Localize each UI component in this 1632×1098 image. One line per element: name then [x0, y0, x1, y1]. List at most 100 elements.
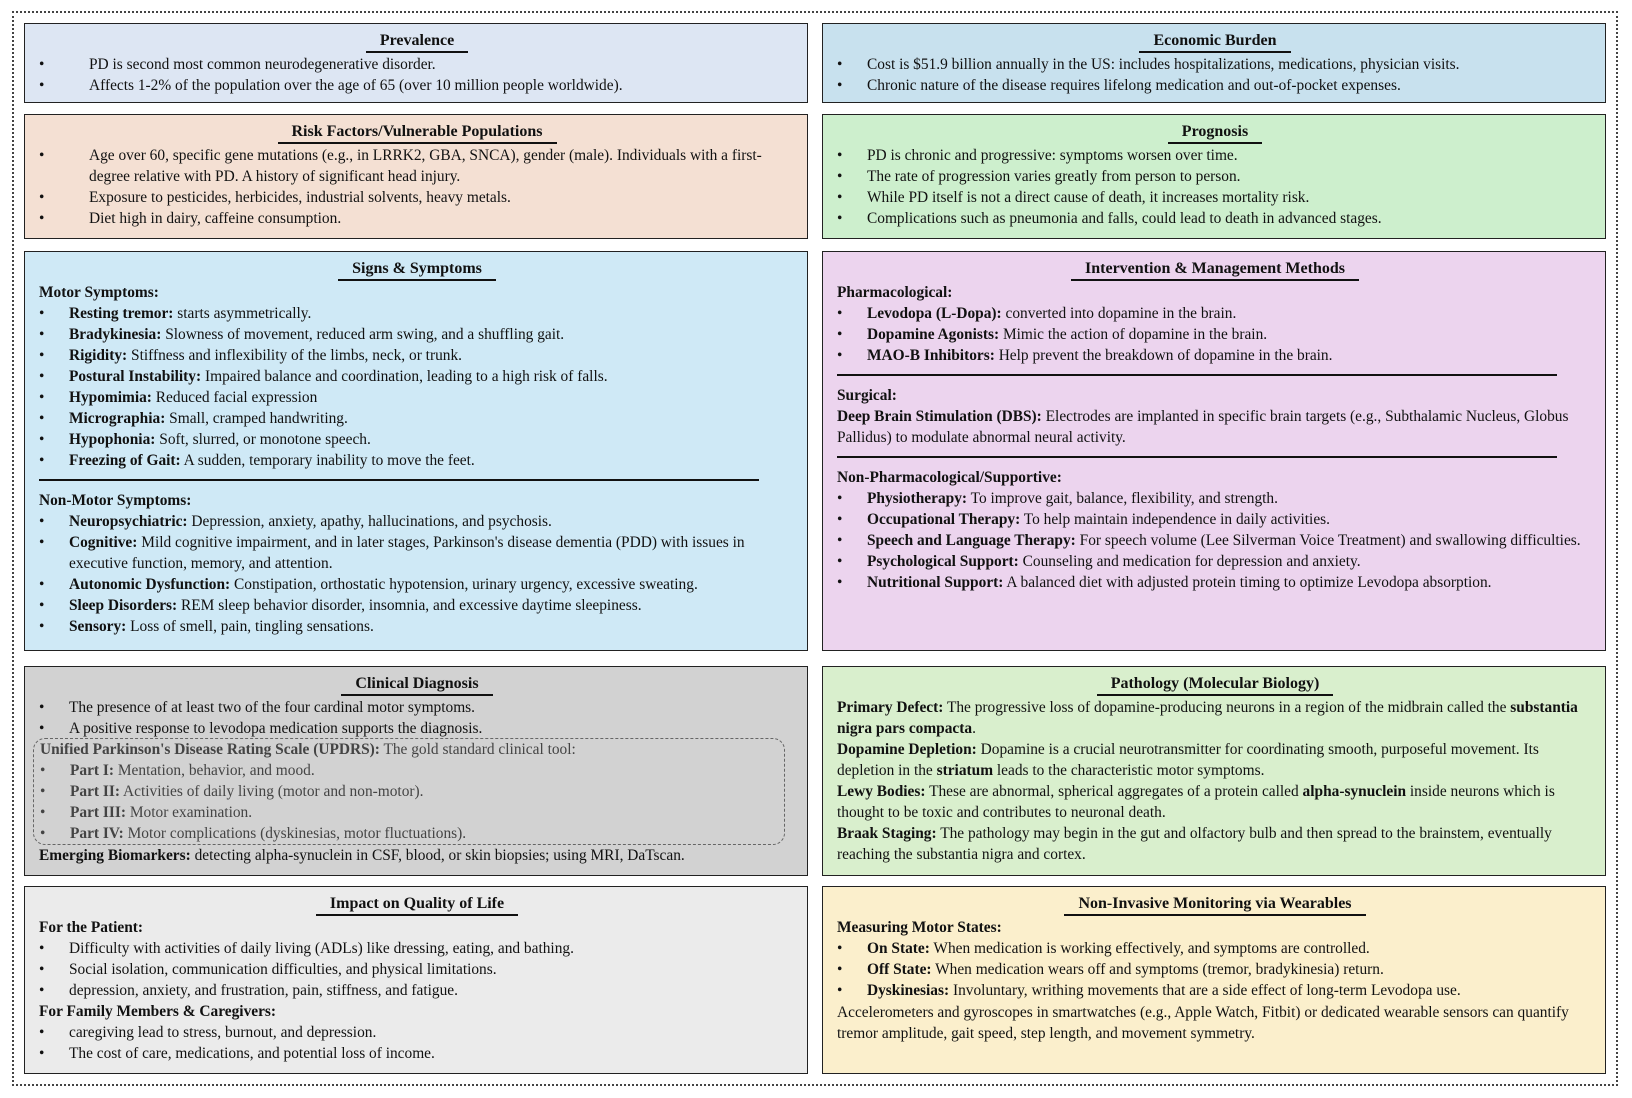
list-item: Age over 60, specific gene mutations (e.…	[39, 145, 795, 187]
panel-title: Signs & Symptoms	[39, 259, 795, 281]
panel-title: Intervention & Management Methods	[837, 259, 1593, 281]
list-item: Exposure to pesticides, herbicides, indu…	[39, 187, 795, 208]
prevalence-panel: Prevalence PD is second most common neur…	[24, 23, 808, 103]
panel-title: Economic Burden	[837, 31, 1593, 53]
non-motor-symptoms-list: Neuropsychiatric: Depression, anxiety, a…	[39, 511, 795, 637]
list-item: The rate of progression varies greatly f…	[837, 166, 1593, 187]
list-item: Rigidity: Stiffness and inflexibility of…	[39, 345, 795, 366]
risk-factors-panel: Risk Factors/Vulnerable Populations Age …	[24, 114, 808, 239]
list-item: Nutritional Support: A balanced diet wit…	[837, 572, 1593, 593]
pathology-panel: Pathology (Molecular Biology) Primary De…	[822, 666, 1606, 876]
for-patient-heading: For the Patient:	[39, 919, 143, 936]
surgical-heading: Surgical:	[837, 387, 897, 404]
list-item: Occupational Therapy: To help maintain i…	[837, 509, 1593, 530]
list-item: Psychological Support: Counseling and me…	[837, 551, 1593, 572]
wearables-monitoring-panel: Non-Invasive Monitoring via Wearables Me…	[822, 886, 1606, 1074]
non-pharmacological-heading: Non-Pharmacological/Supportive:	[837, 469, 1062, 486]
list-item: Affects 1-2% of the population over the …	[39, 75, 795, 96]
list-item: Postural Instability: Impaired balance a…	[39, 366, 795, 387]
section-divider	[39, 479, 759, 481]
sensor-note: Accelerometers and gyroscopes in smartwa…	[837, 1004, 1569, 1042]
motor-symptoms-list: Resting tremor: starts asymmetrically. B…	[39, 303, 795, 471]
prevalence-list: PD is second most common neurodegenerati…	[39, 54, 795, 96]
list-item: Neuropsychiatric: Depression, anxiety, a…	[39, 511, 795, 532]
list-item: Physiotherapy: To improve gait, balance,…	[837, 488, 1593, 509]
list-item: Bradykinesia: Slowness of movement, redu…	[39, 324, 795, 345]
section-divider	[837, 456, 1557, 458]
list-item: Part I: Mentation, behavior, and mood.	[40, 760, 784, 781]
diagnosis-list: The presence of at least two of the four…	[39, 697, 795, 739]
pharmacological-list: Levodopa (L-Dopa): converted into dopami…	[837, 303, 1593, 366]
list-item: Part II: Activities of daily living (mot…	[40, 781, 784, 802]
list-item: Off State: When medication wears off and…	[837, 959, 1593, 980]
list-item: Complications such as pneumonia and fall…	[837, 208, 1593, 229]
section-divider	[837, 374, 1557, 376]
patient-impact-list: Difficulty with activities of daily livi…	[39, 938, 795, 1001]
panel-title: Prognosis	[837, 122, 1593, 144]
motor-symptoms-heading: Motor Symptoms:	[39, 284, 159, 301]
dopamine-depletion: Dopamine Depletion: Dopamine is a crucia…	[837, 741, 1539, 779]
motor-states-heading: Measuring Motor States:	[837, 919, 1002, 936]
updrs-box: Unified Parkinson's Disease Rating Scale…	[33, 738, 785, 845]
list-item: caregiving lead to stress, burnout, and …	[39, 1022, 795, 1043]
list-item: Micrographia: Small, cramped handwriting…	[39, 408, 795, 429]
list-item: Social isolation, communication difficul…	[39, 959, 795, 980]
list-item: While PD itself is not a direct cause of…	[837, 187, 1593, 208]
dbs-description: Deep Brain Stimulation (DBS): Electrodes…	[837, 408, 1569, 446]
prognosis-panel: Prognosis PD is chronic and progressive:…	[822, 114, 1606, 239]
list-item: PD is chronic and progressive: symptoms …	[837, 145, 1593, 166]
updrs-heading: Unified Parkinson's Disease Rating Scale…	[40, 741, 576, 758]
panel-title: Risk Factors/Vulnerable Populations	[39, 122, 795, 144]
economic-burden-panel: Economic Burden Cost is $51.9 billion an…	[822, 23, 1606, 103]
list-item: Levodopa (L-Dopa): converted into dopami…	[837, 303, 1593, 324]
clinical-diagnosis-panel: Clinical Diagnosis The presence of at le…	[24, 666, 808, 876]
intervention-panel: Intervention & Management Methods Pharma…	[822, 251, 1606, 651]
list-item: MAO-B Inhibitors: Help prevent the break…	[837, 345, 1593, 366]
motor-states-list: On State: When medication is working eff…	[837, 938, 1593, 1001]
list-item: depression, anxiety, and frustration, pa…	[39, 980, 795, 1001]
list-item: Sensory: Loss of smell, pain, tingling s…	[39, 616, 795, 637]
list-item: Part III: Motor examination.	[40, 802, 784, 823]
list-item: Sleep Disorders: REM sleep behavior diso…	[39, 595, 795, 616]
non-motor-symptoms-heading: Non-Motor Symptoms:	[39, 492, 192, 509]
lewy-bodies: Lewy Bodies: These are abnormal, spheric…	[837, 783, 1555, 821]
signs-symptoms-panel: Signs & Symptoms Motor Symptoms: Resting…	[24, 251, 808, 651]
list-item: The cost of care, medications, and poten…	[39, 1043, 795, 1064]
list-item: Hypomimia: Reduced facial expression	[39, 387, 795, 408]
list-item: Part IV: Motor complications (dyskinesia…	[40, 823, 784, 844]
family-impact-list: caregiving lead to stress, burnout, and …	[39, 1022, 795, 1064]
list-item: A positive response to levodopa medicati…	[39, 718, 795, 739]
list-item: Cost is $51.9 billion annually in the US…	[837, 54, 1593, 75]
list-item: Dyskinesias: Involuntary, writhing movem…	[837, 980, 1593, 1001]
primary-defect: Primary Defect: The progressive loss of …	[837, 699, 1578, 737]
emerging-biomarkers: Emerging Biomarkers: detecting alpha-syn…	[39, 847, 685, 864]
list-item: Freezing of Gait: A sudden, temporary in…	[39, 450, 795, 471]
braak-staging: Braak Staging: The pathology may begin i…	[837, 825, 1552, 863]
list-item: PD is second most common neurodegenerati…	[39, 54, 795, 75]
poster-frame	[12, 11, 1618, 1086]
list-item: Dopamine Agonists: Mimic the action of d…	[837, 324, 1593, 345]
list-item: Autonomic Dysfunction: Constipation, ort…	[39, 574, 795, 595]
updrs-parts-list: Part I: Mentation, behavior, and mood. P…	[40, 760, 784, 844]
list-item: Difficulty with activities of daily livi…	[39, 938, 795, 959]
list-item: On State: When medication is working eff…	[837, 938, 1593, 959]
quality-of-life-panel: Impact on Quality of Life For the Patien…	[24, 886, 808, 1074]
list-item: Speech and Language Therapy: For speech …	[837, 530, 1593, 551]
prognosis-list: PD is chronic and progressive: symptoms …	[837, 145, 1593, 229]
panel-title: Clinical Diagnosis	[39, 674, 795, 696]
list-item: The presence of at least two of the four…	[39, 697, 795, 718]
panel-title: Non-Invasive Monitoring via Wearables	[837, 894, 1593, 916]
list-item: Diet high in dairy, caffeine consumption…	[39, 208, 795, 229]
pharmacological-heading: Pharmacological:	[837, 284, 953, 301]
panel-title: Prevalence	[39, 31, 795, 53]
panel-title: Pathology (Molecular Biology)	[837, 674, 1593, 696]
economic-list: Cost is $51.9 billion annually in the US…	[837, 54, 1593, 96]
list-item: Chronic nature of the disease requires l…	[837, 75, 1593, 96]
for-family-heading: For Family Members & Caregivers:	[39, 1003, 277, 1020]
non-pharmacological-list: Physiotherapy: To improve gait, balance,…	[837, 488, 1593, 593]
panel-title: Impact on Quality of Life	[39, 894, 795, 916]
list-item: Resting tremor: starts asymmetrically.	[39, 303, 795, 324]
risk-list: Age over 60, specific gene mutations (e.…	[39, 145, 795, 229]
list-item: Hypophonia: Soft, slurred, or monotone s…	[39, 429, 795, 450]
list-item: Cognitive: Mild cognitive impairment, an…	[39, 532, 795, 574]
